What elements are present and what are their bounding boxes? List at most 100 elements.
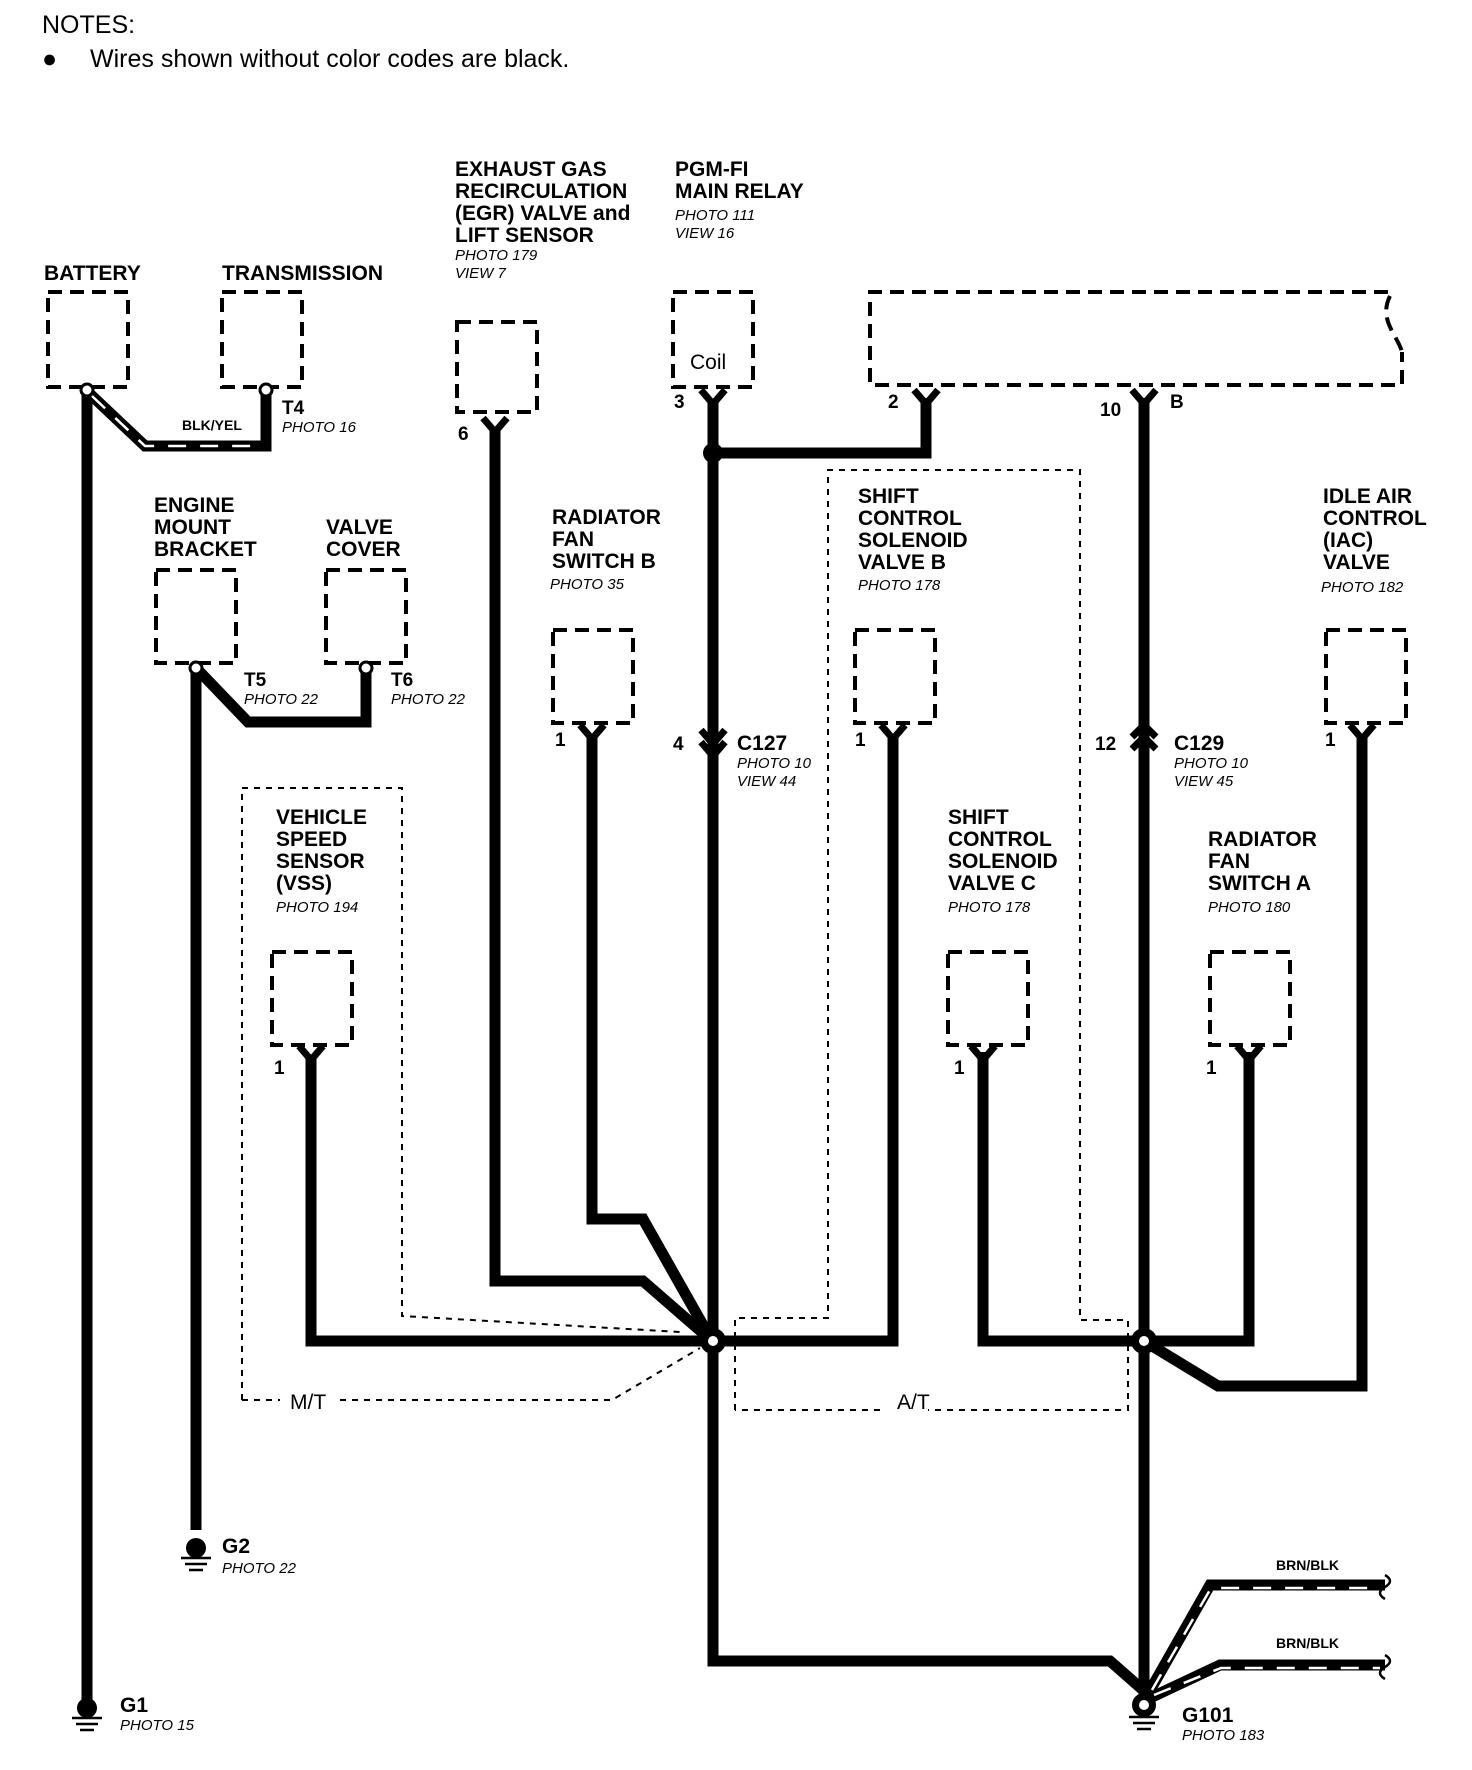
t4-terminal-label: T4	[282, 398, 305, 419]
fan-switch-a-label-line3: SWITCH A	[1208, 872, 1311, 895]
fan-switch-a-label-line2: FAN	[1208, 850, 1250, 873]
t5-terminal-label: T5	[244, 670, 267, 691]
c127-connector-icon	[698, 727, 728, 762]
g2-photo: PHOTO 22	[222, 1560, 297, 1577]
shift-b-pin-label: 1	[855, 730, 866, 751]
egr-label-line4: LIFT SENSOR	[455, 224, 594, 247]
t5-terminal-icon	[188, 660, 204, 676]
t6-terminal-icon	[358, 660, 374, 676]
wire-stripe-blk-yel	[91, 395, 262, 448]
fan-switch-a-photo: PHOTO 180	[1208, 899, 1291, 916]
wire-egr	[489, 428, 716, 1346]
pgmfi-pin-label: 3	[674, 392, 685, 413]
wire-break-lower-icon	[1378, 1653, 1392, 1681]
shift-b-label-line2: CONTROL	[858, 507, 962, 530]
wire-color-brn-blk-upper: BRN/BLK	[1276, 1557, 1339, 1573]
wire-shift-c-fan-a	[977, 1052, 1255, 1347]
engine-mount-label-line1: ENGINE	[154, 494, 235, 517]
fan-switch-b-box	[551, 628, 635, 725]
t4-terminal-icon	[258, 382, 274, 398]
notes-heading: NOTES:	[42, 11, 136, 39]
mt-group-bottom	[242, 1347, 701, 1401]
c129-photo: PHOTO 10	[1174, 755, 1249, 772]
wire-color-brn-blk-lower: BRN/BLK	[1276, 1635, 1339, 1651]
mt-group-outline	[241, 787, 681, 1400]
c127-label: C127	[737, 732, 787, 755]
battery-terminal-icon	[79, 382, 95, 398]
wire-iac	[1141, 734, 1368, 1392]
c129-label: C129	[1174, 732, 1224, 755]
g1-ground-icon	[72, 1698, 102, 1732]
iac-label-line1: IDLE AIR	[1323, 485, 1412, 508]
at-group-label: A/T	[897, 1391, 930, 1414]
egr-label-line2: RECIRCULATION	[455, 180, 627, 203]
fan-switch-a-pin-label: 1	[1206, 1058, 1217, 1079]
t4-photo: PHOTO 16	[282, 419, 357, 436]
shift-c-pin-icon	[968, 1043, 998, 1066]
g2-label: G2	[222, 1535, 250, 1558]
ecm-pin-2-label: 2	[888, 392, 899, 413]
wire-pgmfi-c127-g101	[707, 400, 1147, 1695]
wire-brn-blk-upper	[1143, 1579, 1385, 1697]
note-item: ● Wires shown without color codes are bla…	[42, 42, 569, 76]
shift-valve-b-box	[853, 628, 937, 725]
battery-label: BATTERY	[44, 262, 141, 285]
shift-b-label-line1: SHIFT	[858, 485, 919, 508]
wire-brn-blk-lower	[1147, 1659, 1385, 1703]
iac-pin-label: 1	[1325, 730, 1336, 751]
egr-photo: PHOTO 179	[455, 247, 538, 264]
notes-section: NOTES: ● Wires shown without color codes …	[42, 8, 569, 76]
shift-c-label-line3: SOLENOID	[948, 850, 1058, 873]
wire-stripe-brn-upper	[1150, 1586, 1380, 1691]
shift-c-photo: PHOTO 178	[948, 899, 1031, 916]
splice-pgmfi-icon	[703, 443, 723, 463]
egr-pin-label: 6	[458, 424, 469, 445]
battery-box	[46, 290, 130, 389]
egr-pin-icon	[480, 415, 510, 438]
pgmfi-label-line1: PGM-FI	[675, 158, 749, 181]
c129-pin-label: 12	[1095, 734, 1116, 755]
iac-label-line4: VALVE	[1323, 551, 1390, 574]
egr-valve-box	[455, 320, 539, 414]
fan-switch-b-label-line3: SWITCH B	[552, 550, 656, 573]
pgmfi-photo: PHOTO 111	[675, 207, 755, 224]
t6-photo: PHOTO 22	[391, 691, 466, 708]
ecm-pin-10-label: 10	[1100, 400, 1121, 421]
engine-mount-label-line3: BRACKET	[154, 538, 257, 561]
ecm-pin-2-icon	[911, 387, 941, 410]
shift-c-label-line4: VALVE C	[948, 872, 1036, 895]
vss-label-line1: VEHICLE	[276, 806, 367, 829]
pgmfi-view: VIEW 16	[675, 225, 735, 242]
vss-pin-label: 1	[274, 1058, 285, 1079]
vss-label-line3: SENSOR	[276, 850, 365, 873]
g101-ground-icon	[1129, 1693, 1159, 1731]
valve-cover-label-line2: COVER	[326, 538, 401, 561]
t6-terminal-label: T6	[391, 670, 413, 691]
iac-label-line2: CONTROL	[1323, 507, 1427, 530]
ecm-box	[868, 290, 1404, 387]
valve-cover-label-line1: VALVE	[326, 516, 393, 539]
ecm-pin-b-label: B	[1170, 392, 1184, 413]
c127-view: VIEW 44	[737, 773, 796, 790]
g1-photo: PHOTO 15	[120, 1717, 195, 1734]
c127-pin-label: 4	[673, 734, 684, 755]
shift-valve-c-box	[946, 950, 1030, 1047]
fan-switch-b-pin-label: 1	[555, 730, 566, 751]
fan-switch-b-label-line2: FAN	[552, 528, 594, 551]
shift-b-photo: PHOTO 178	[858, 577, 941, 594]
transmission-box	[220, 290, 304, 389]
bullet-icon: ●	[42, 45, 58, 73]
fan-switch-b-label-line1: RADIATOR	[552, 506, 661, 529]
g1-label: G1	[120, 1694, 148, 1717]
shift-b-label-line3: SOLENOID	[858, 529, 968, 552]
wire-break-upper-icon	[1378, 1573, 1392, 1601]
vss-box	[270, 950, 354, 1047]
mt-group-label: M/T	[290, 1391, 326, 1414]
fan-switch-b-photo: PHOTO 35	[550, 576, 625, 593]
fan-b-pin-icon	[577, 722, 607, 745]
transmission-label: TRANSMISSION	[222, 262, 383, 285]
shift-c-label-line2: CONTROL	[948, 828, 1052, 851]
note-text: Wires shown without color codes are blac…	[90, 45, 570, 73]
vss-photo: PHOTO 194	[276, 899, 358, 916]
